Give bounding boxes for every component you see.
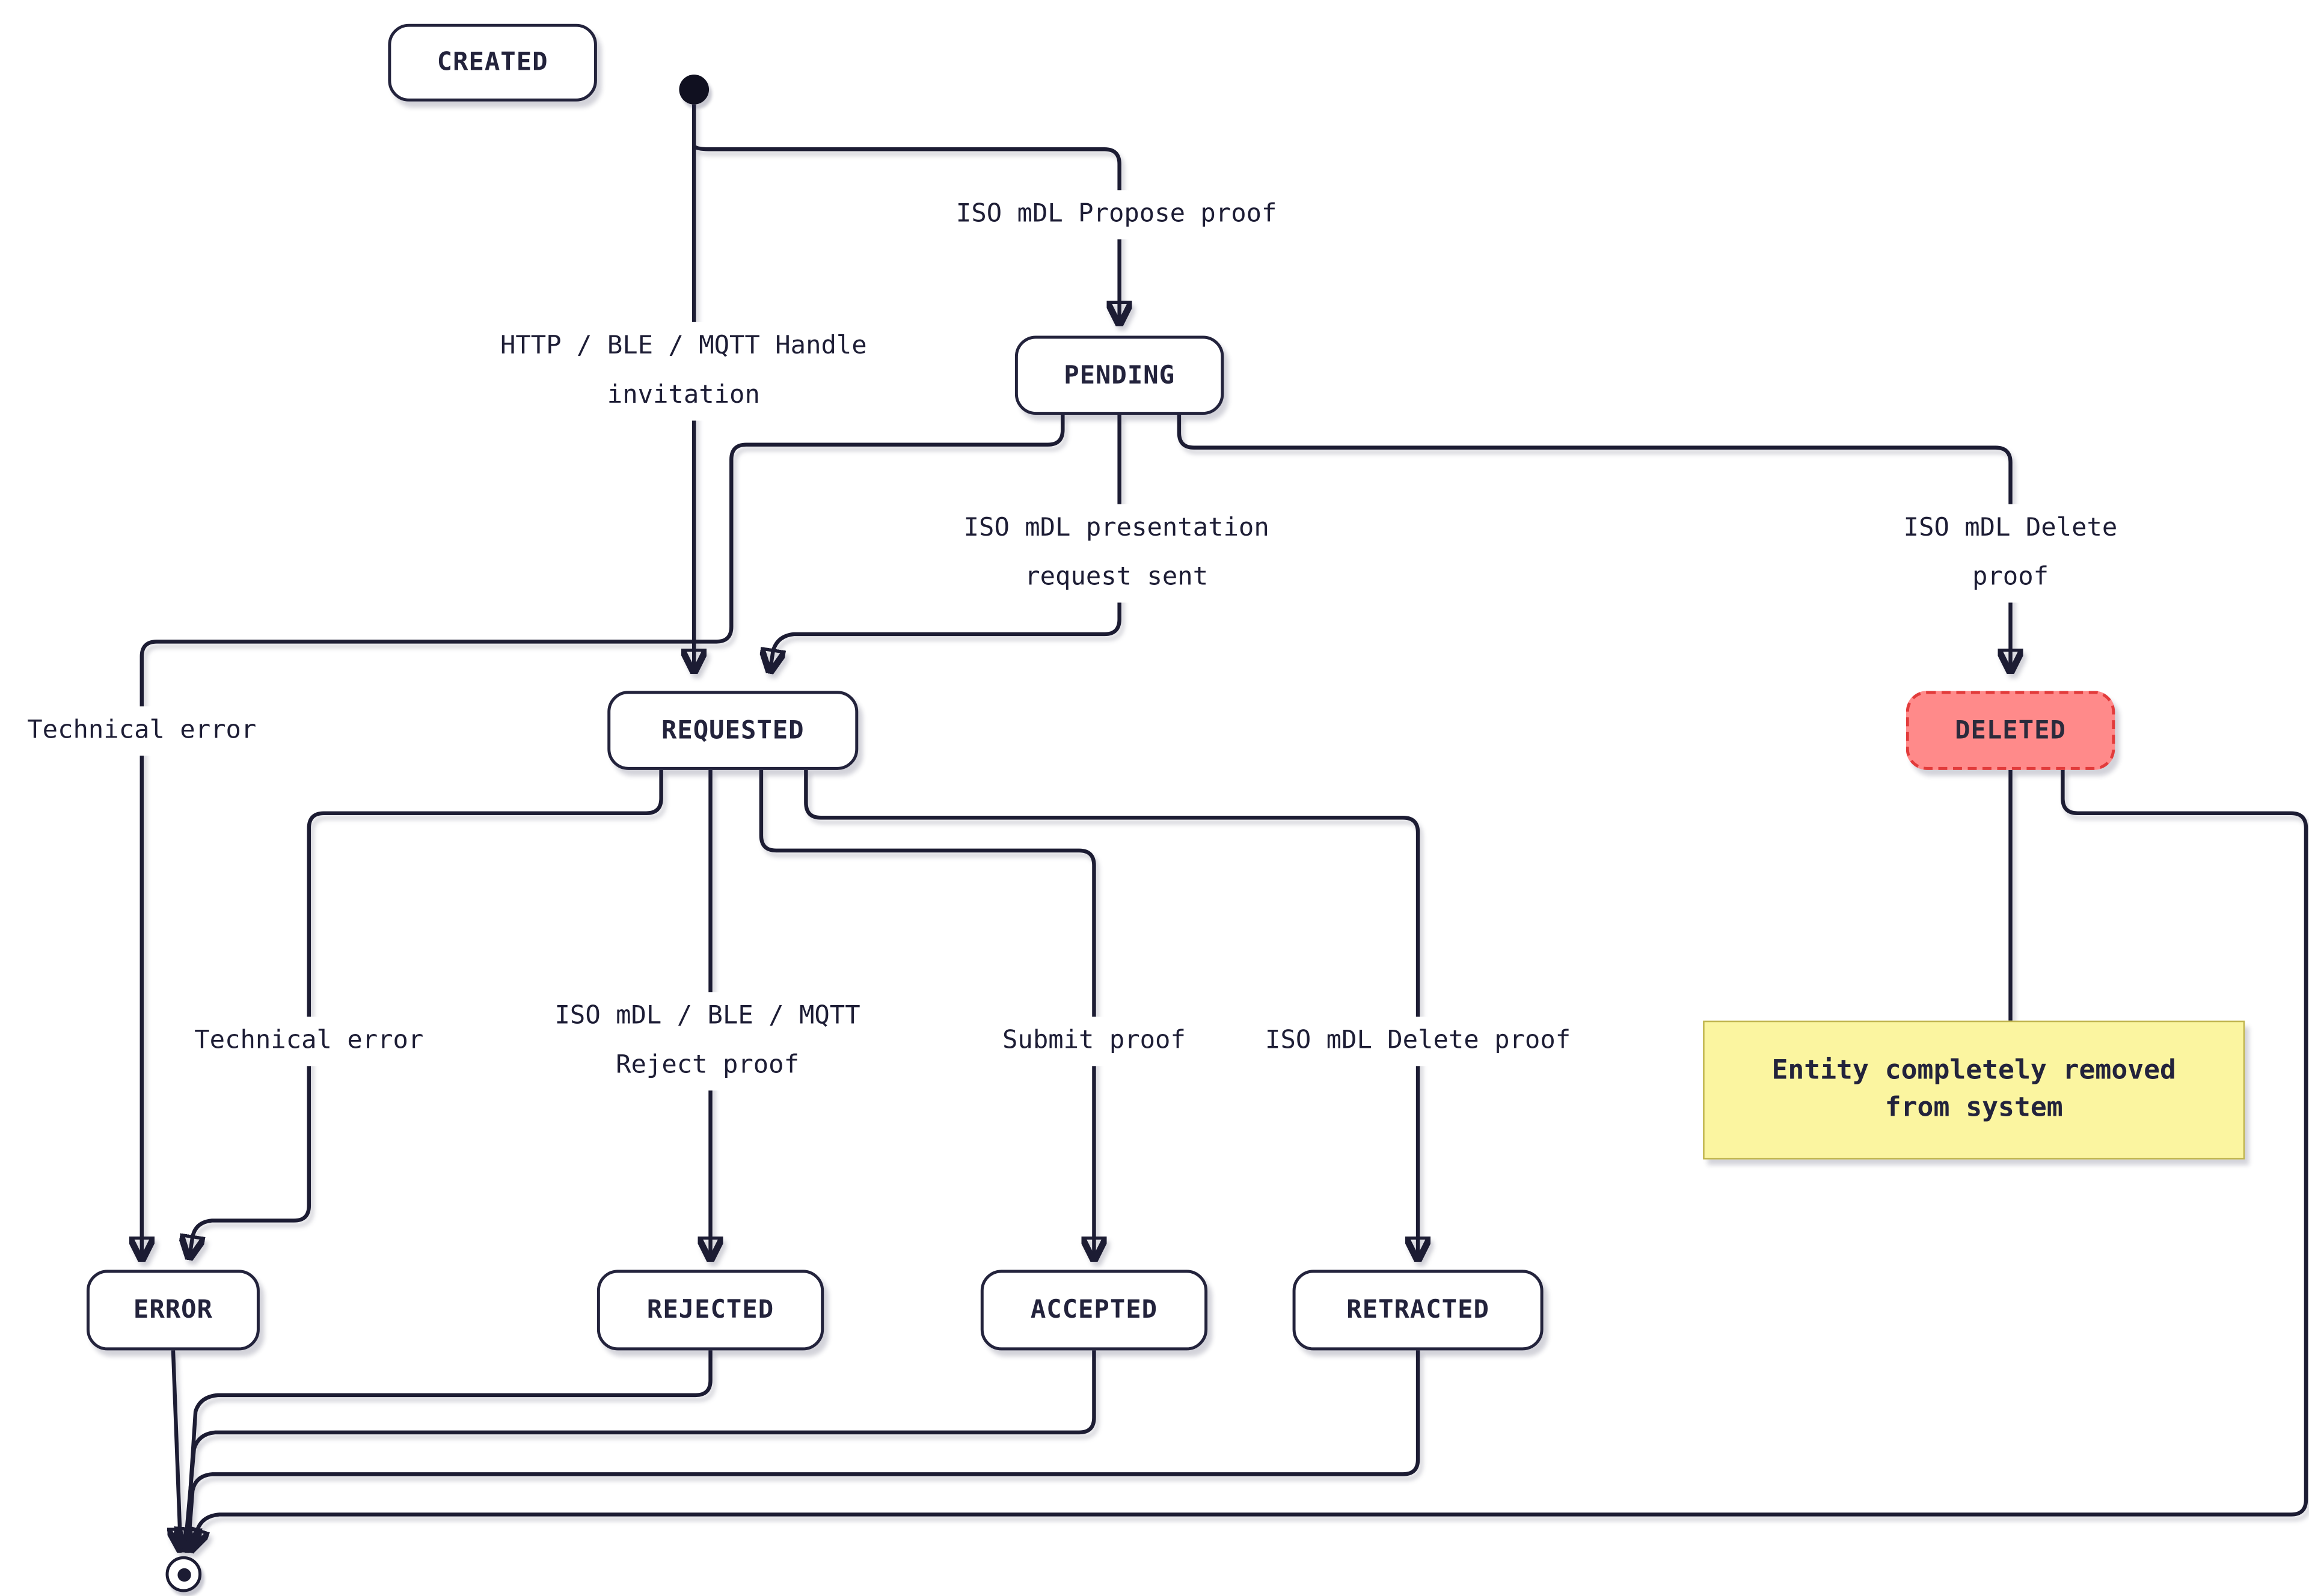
state-created-label: CREATED <box>437 47 548 78</box>
state-requested-label: REQUESTED <box>661 715 805 745</box>
final-state-circle <box>165 1556 202 1592</box>
edge-deleted-to-final <box>191 769 2308 1549</box>
edge-pending-to-deleted <box>1177 415 2011 670</box>
edge-label-submit-proof: Submit proof <box>993 1017 1195 1066</box>
edge-requested-to-accepted <box>759 769 1094 1258</box>
state-requested: REQUESTED <box>607 691 859 770</box>
state-pending-label: PENDING <box>1064 360 1176 391</box>
edge-pending-to-requested <box>770 415 1121 670</box>
edge-label-delete-proof-lower: ISO mDL Delete proof <box>1256 1017 1580 1066</box>
edge-label-technical-error-mid: Technical error <box>185 1017 433 1066</box>
state-deleted-label: DELETED <box>1955 715 2066 745</box>
edge-accepted-to-final <box>185 1350 1096 1549</box>
edge-pending-to-error <box>142 415 1065 1258</box>
edge-label-propose-proof: ISO mDL Propose proof <box>947 190 1286 240</box>
state-retracted-label: RETRACTED <box>1346 1295 1489 1325</box>
note-entity-removed: Entity completely removed from system <box>1703 1020 2245 1160</box>
state-accepted-label: ACCEPTED <box>1030 1295 1158 1325</box>
state-rejected: REJECTED <box>596 1270 824 1351</box>
state-accepted: ACCEPTED <box>980 1270 1208 1351</box>
edge-retracted-to-final <box>188 1350 1420 1549</box>
state-retracted: RETRACTED <box>1292 1270 1544 1351</box>
edge-error-to-final <box>173 1350 180 1549</box>
edge-label-delete-proof-right: ISO mDL Delete proof <box>1861 504 2160 604</box>
edge-label-handle-invitation: HTTP / BLE / MQTT Handle invitation <box>491 322 876 421</box>
edge-label-reject-proof: ISO mDL / BLE / MQTT Reject proof <box>545 992 869 1091</box>
edge-rejected-to-final <box>186 1350 713 1549</box>
edge-init-to-pending <box>692 144 1119 322</box>
edge-label-technical-error-left: Technical error <box>18 706 266 756</box>
state-created: CREATED <box>388 23 597 102</box>
state-rejected-label: REJECTED <box>646 1295 774 1325</box>
initial-state-dot <box>679 75 710 105</box>
final-state-dot <box>177 1567 191 1581</box>
note-text: Entity completely removed from system <box>1771 1055 2176 1123</box>
state-deleted: DELETED <box>1906 691 2115 770</box>
state-pending: PENDING <box>1014 335 1224 415</box>
edge-label-presentation-request-sent: ISO mDL presentation request sent <box>954 504 1278 604</box>
edge-requested-to-retracted <box>804 769 1418 1258</box>
state-error: ERROR <box>86 1270 260 1351</box>
state-error-label: ERROR <box>133 1295 213 1325</box>
